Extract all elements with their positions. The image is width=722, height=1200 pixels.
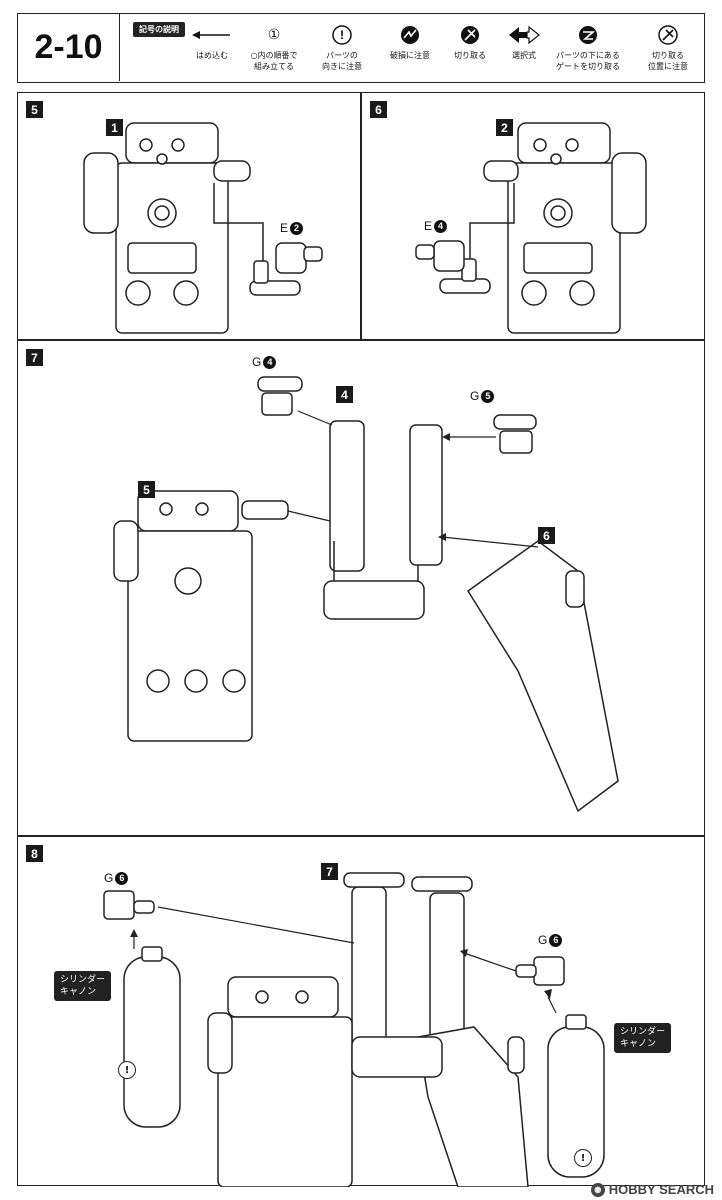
part-number: 4	[263, 355, 277, 369]
legend-text: パーツの 向きに注意	[322, 51, 362, 71]
part-label: E 4	[424, 219, 448, 233]
legend-title: 記号の説明	[133, 22, 185, 37]
step-panel-6: 6 2 E 4	[361, 92, 705, 340]
legend-text: パーツの下にある ゲートを切り取る	[556, 51, 620, 71]
legend-text: 切り取る	[454, 51, 486, 60]
part-letter: E	[424, 219, 433, 233]
subassembly-ref: 1	[106, 119, 123, 136]
watermark: ◉ HOBBY SEARCH	[590, 1182, 714, 1197]
part-number: 5	[481, 389, 495, 403]
part-label: E 2	[280, 221, 304, 235]
step-number: 7	[26, 349, 43, 366]
step-panel-5: 5 1 E 2	[17, 92, 361, 340]
assembly-drawing	[113, 376, 619, 813]
part-letter: G	[470, 389, 480, 403]
legend-item-break: 破損に注意	[376, 22, 444, 61]
part-number: 6	[549, 933, 563, 947]
part-label: G 6	[538, 933, 563, 947]
exclamation-icon: !	[118, 1061, 136, 1079]
subassembly-ref: 4	[336, 386, 353, 403]
subassembly-ref: 7	[321, 863, 338, 880]
step-title: 2-10	[18, 14, 120, 81]
step-number: 6	[370, 101, 387, 118]
subassembly-ref: 6	[538, 527, 555, 544]
part-letter: E	[280, 221, 289, 235]
svg-text:!: !	[340, 28, 344, 42]
assembly-drawing	[103, 872, 605, 1187]
cylinder-cannon-callout: シリンダー キャノン	[54, 971, 112, 1001]
part-number: 2	[290, 221, 304, 235]
cut-icon	[436, 22, 504, 48]
gate-cut-icon	[548, 22, 628, 48]
exclamation-icon: !	[574, 1149, 592, 1167]
step-number: 5	[26, 101, 43, 118]
step-panel-7: 7	[17, 340, 705, 836]
legend-text: 破損に注意	[390, 51, 430, 60]
legend-item-order: ① ○内の順番で 組み立てる	[240, 22, 308, 72]
subassembly-ref: 5	[138, 481, 155, 498]
part-letter: G	[104, 871, 114, 885]
part-number: 6	[115, 871, 129, 885]
break-warning-icon	[376, 22, 444, 48]
arrow-left-icon	[178, 22, 246, 48]
legend-item-snap: はめ込む	[178, 22, 246, 61]
cut-position-icon	[634, 22, 702, 48]
legend-item-cut-position: 切り取る 位置に注意	[634, 22, 702, 72]
instruction-header: 2-10 記号の説明 はめ込む ① ○内の順番で 組み立てる ! パーツの 向き…	[17, 13, 705, 83]
assembly-drawing	[415, 122, 647, 334]
cylinder-cannon-callout: シリンダー キャノン	[614, 1023, 672, 1053]
legend-item-cut: 切り取る	[436, 22, 504, 61]
part-letter: G	[252, 355, 262, 369]
exclamation-icon: !	[308, 22, 376, 48]
legend-text: ○内の順番で 組み立てる	[250, 51, 298, 71]
legend-text: 選択式	[512, 51, 536, 60]
part-label: G 5	[470, 389, 495, 403]
circled-one-icon: ①	[267, 26, 281, 43]
watermark-text: HOBBY SEARCH	[608, 1182, 714, 1197]
legend-item-gate: パーツの下にある ゲートを切り取る	[548, 22, 628, 72]
watermark-logo-icon: ◉	[590, 1182, 605, 1197]
step-number: 8	[26, 845, 43, 862]
legend-item-orientation: ! パーツの 向きに注意	[308, 22, 376, 72]
legend-text: はめ込む	[196, 51, 228, 60]
part-label: G 4	[252, 355, 277, 369]
legend-item-select: 選択式	[490, 22, 558, 61]
assembly-drawing	[83, 122, 323, 334]
step-panel-8: 8	[17, 836, 705, 1187]
part-number: 4	[434, 219, 448, 233]
subassembly-ref: 2	[496, 119, 513, 136]
legend-text: 切り取る 位置に注意	[648, 51, 688, 71]
select-arrows-icon	[490, 22, 558, 48]
part-label: G 6	[104, 871, 129, 885]
part-letter: G	[538, 933, 548, 947]
